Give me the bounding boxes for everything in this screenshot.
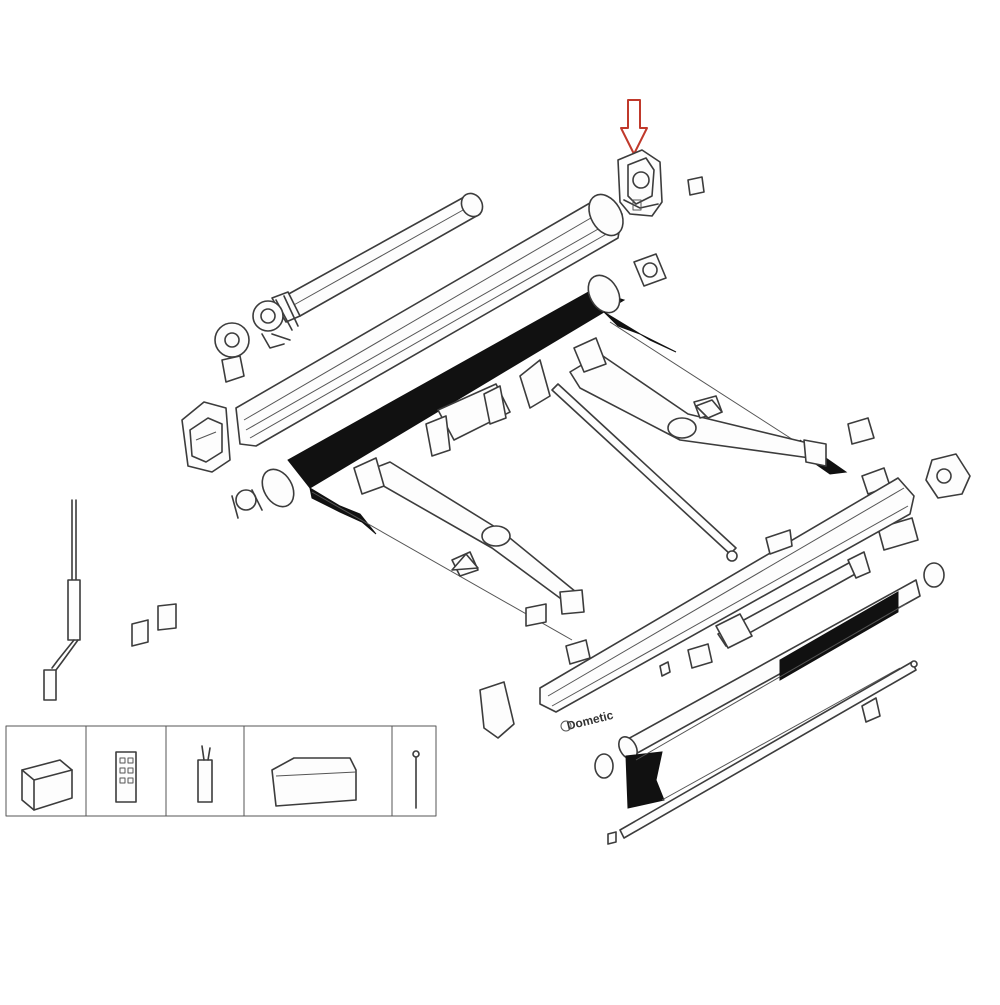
small-plate	[687, 176, 705, 196]
awning-case	[235, 193, 624, 447]
front-left-bracket	[479, 681, 515, 739]
right-mount-bracket	[925, 453, 971, 499]
support-leg	[551, 383, 738, 562]
small-end-part	[861, 697, 881, 723]
spring-tube	[271, 192, 484, 331]
fabric-roller	[261, 274, 677, 535]
lower-arm	[353, 457, 585, 627]
highlight-arrow-icon	[620, 99, 648, 155]
cover-icon	[271, 757, 357, 807]
accessories-panel	[5, 725, 437, 817]
triangle-connectors	[451, 399, 723, 677]
rod-icon	[412, 750, 420, 809]
gas-strut	[715, 551, 871, 649]
brand-logo-text: Dometic	[565, 708, 615, 733]
small-clips-pair	[131, 603, 177, 647]
crank-handle	[43, 499, 81, 701]
upper-arm	[569, 337, 827, 467]
center-support	[425, 383, 511, 457]
roller-end-right	[633, 253, 667, 287]
right-end-cap[interactable]	[617, 149, 663, 217]
spring-drive-assembly	[214, 300, 291, 383]
roller-end-left	[231, 489, 263, 519]
hinge-block	[519, 359, 551, 409]
clip-right	[847, 417, 875, 445]
bag-icon	[21, 759, 73, 811]
dometic-logo: Dometic	[560, 708, 615, 733]
strap-icon	[197, 745, 213, 803]
remote-icon	[115, 751, 137, 803]
lower-roller-end	[594, 753, 614, 779]
left-end-cap	[181, 401, 231, 473]
lower-fabric-roller	[618, 562, 945, 809]
front-clips	[565, 529, 793, 669]
front-profile	[539, 477, 915, 713]
lead-rail	[607, 660, 918, 845]
